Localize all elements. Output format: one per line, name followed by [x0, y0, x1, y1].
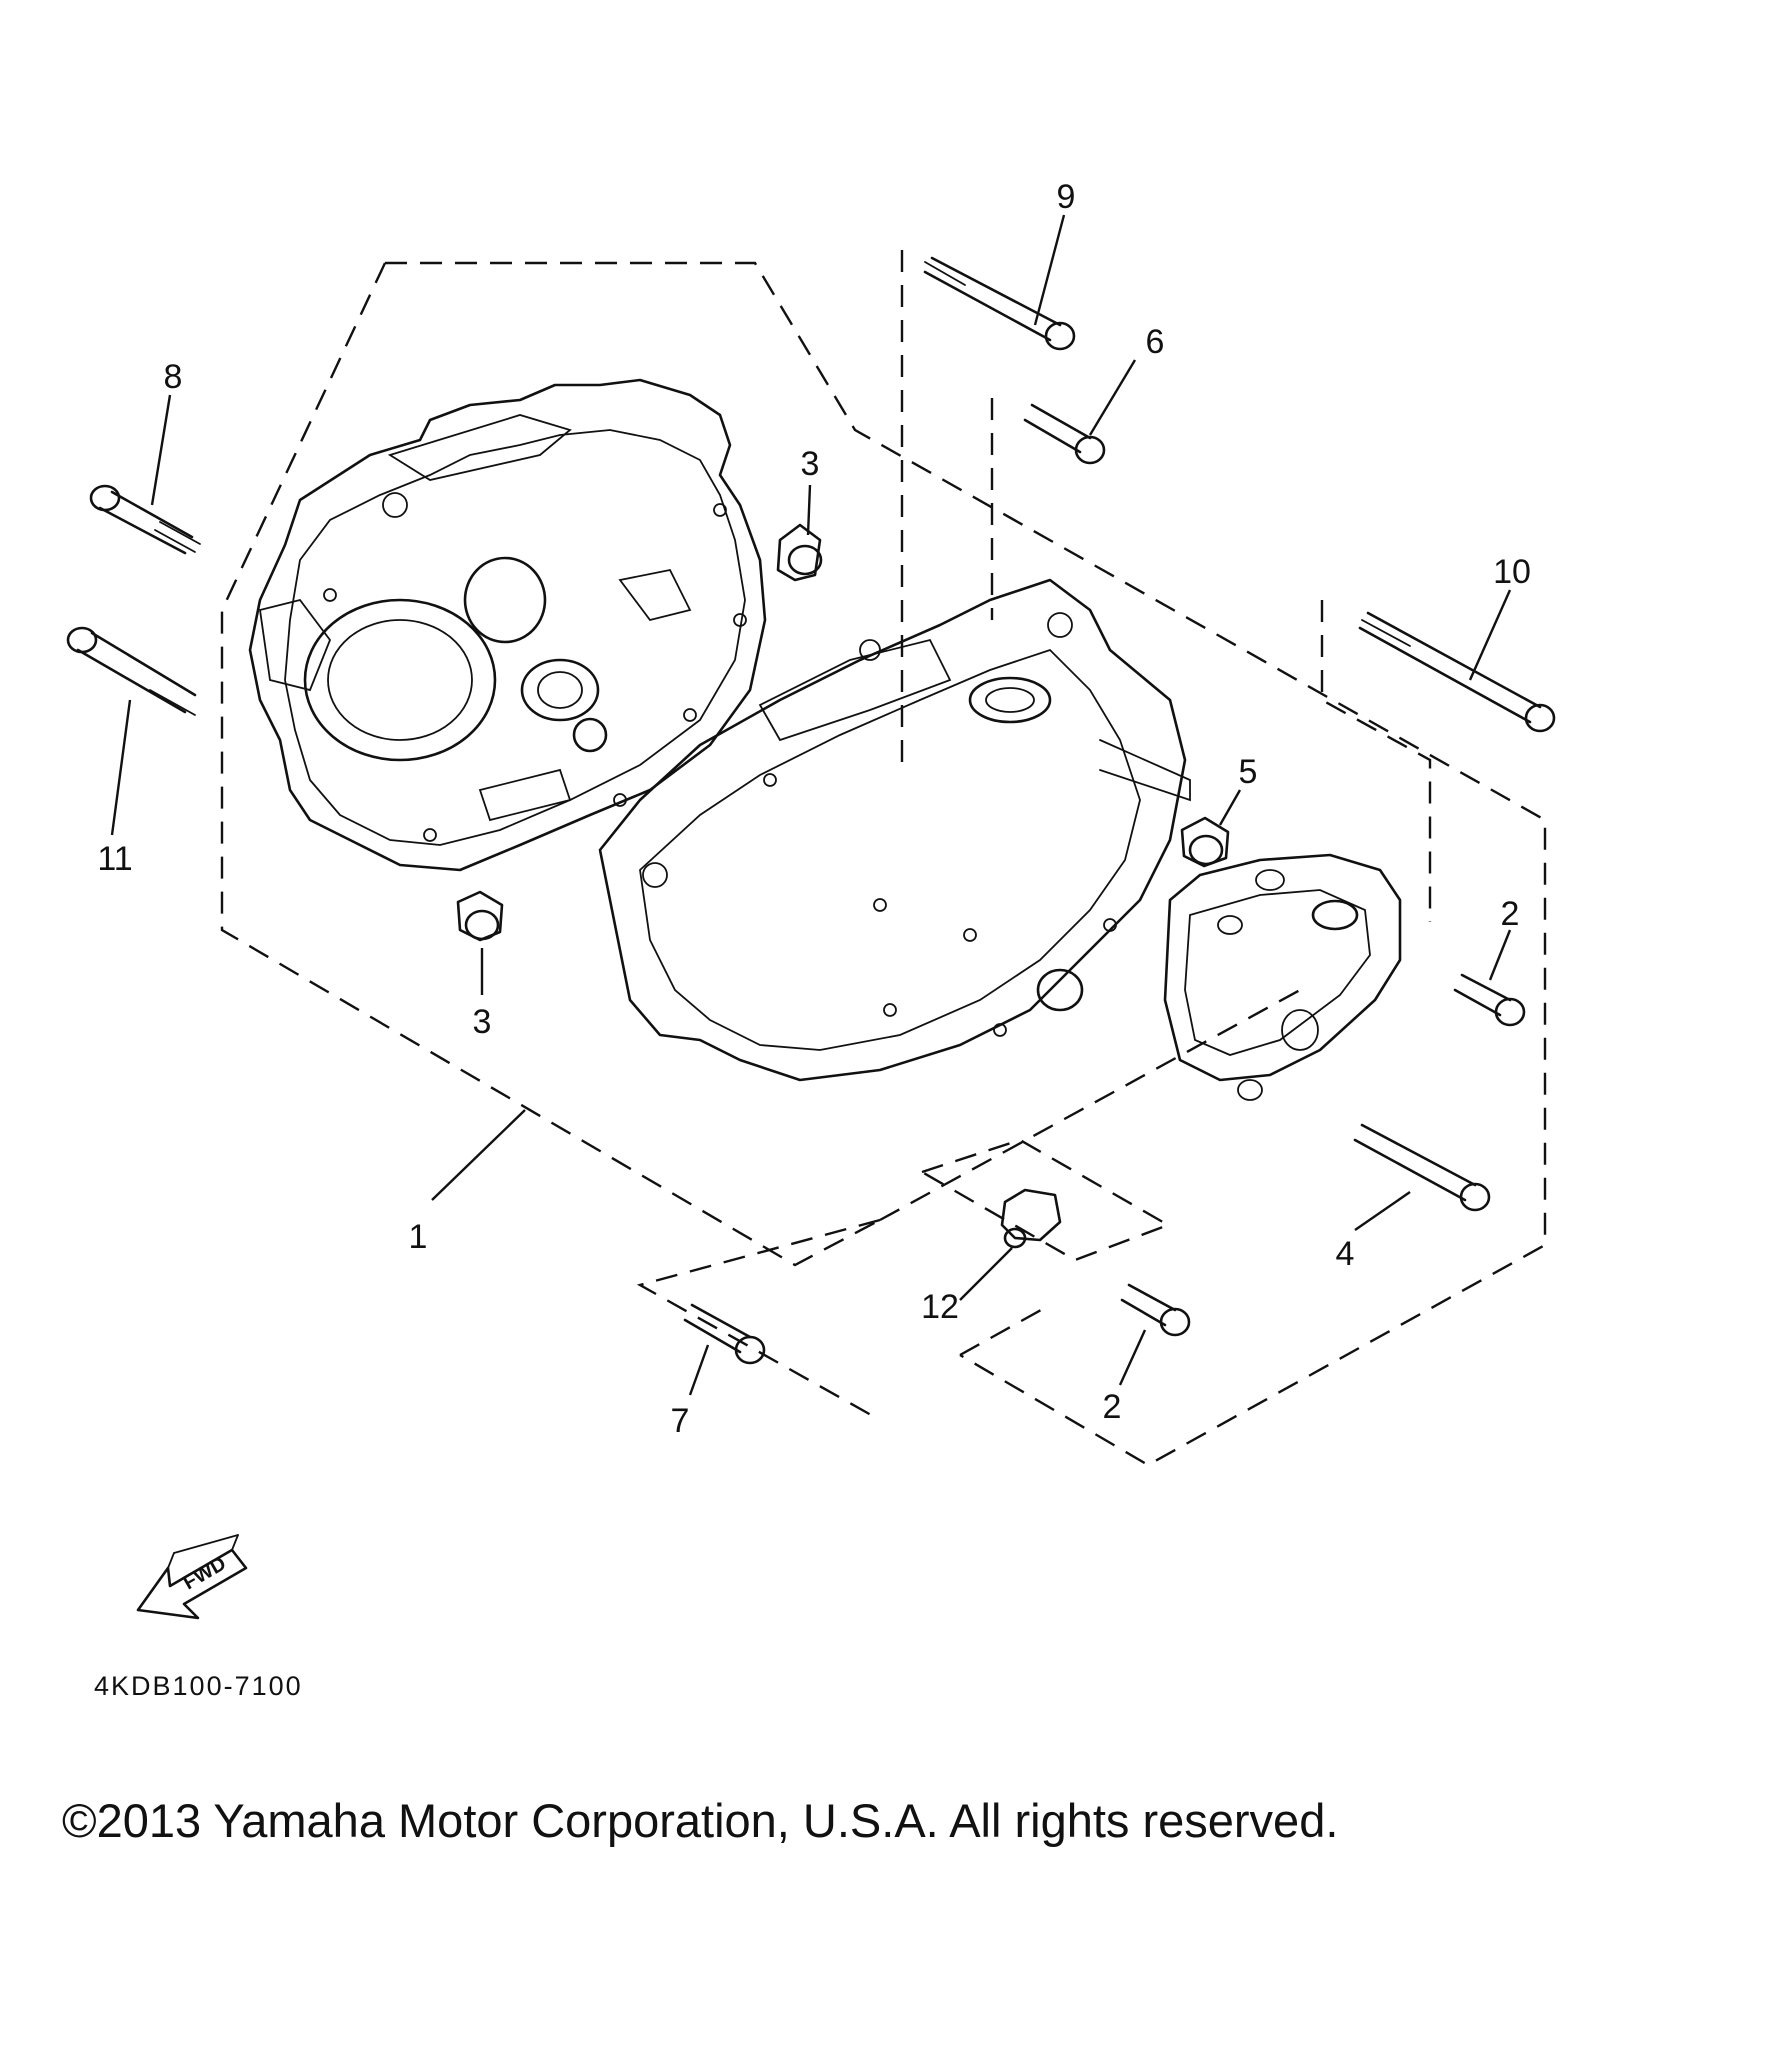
callout-1: 1 [409, 1218, 428, 1256]
bolt-10 [1358, 611, 1556, 733]
bolt-6 [1023, 403, 1106, 465]
bolt-11 [66, 626, 197, 716]
right-crankcase-half [598, 578, 1191, 1082]
callout-8: 8 [164, 358, 183, 396]
callout-3-upper: 3 [801, 445, 820, 483]
callout-12: 12 [921, 1288, 959, 1326]
callout-11: 11 [97, 840, 132, 878]
callouts: 8 11 9 6 10 3 3 5 2 4 2 12 7 1 [97, 178, 1531, 1440]
crankcase-cover [1163, 853, 1402, 1101]
copyright-notice: ©2013 Yamaha Motor Corporation, U.S.A. A… [62, 1794, 1339, 1847]
callout-2-upper: 2 [1501, 895, 1520, 933]
callout-6: 6 [1146, 323, 1165, 361]
assembly-outline [220, 250, 1547, 1467]
left-crankcase-half [248, 378, 767, 872]
bolt-2-upper [1453, 973, 1526, 1027]
callout-10: 10 [1493, 553, 1531, 591]
bolt-8 [89, 484, 201, 555]
dowel-pin-5 [1180, 816, 1230, 868]
dowel-pin-3-upper [776, 523, 823, 582]
bolt-4 [1353, 1123, 1491, 1212]
part-12-fitting [1000, 1188, 1062, 1249]
callout-7: 7 [671, 1402, 690, 1440]
forward-arrow-icon: FWD [136, 1534, 248, 1620]
callout-3-lower: 3 [473, 1003, 492, 1041]
callout-4: 4 [1336, 1235, 1355, 1273]
dowel-pin-3-lower [456, 890, 504, 942]
fwd-label: FWD [180, 1553, 230, 1595]
bolt-9 [923, 256, 1076, 351]
callout-9: 9 [1057, 178, 1076, 216]
callout-5: 5 [1239, 753, 1258, 791]
bolt-2-lower [1120, 1283, 1191, 1337]
leader-lines [110, 214, 1512, 1396]
drawing-code: 4KDB100-7100 [94, 1671, 303, 1701]
bolt-7 [683, 1303, 766, 1365]
callout-2-lower: 2 [1103, 1388, 1122, 1426]
